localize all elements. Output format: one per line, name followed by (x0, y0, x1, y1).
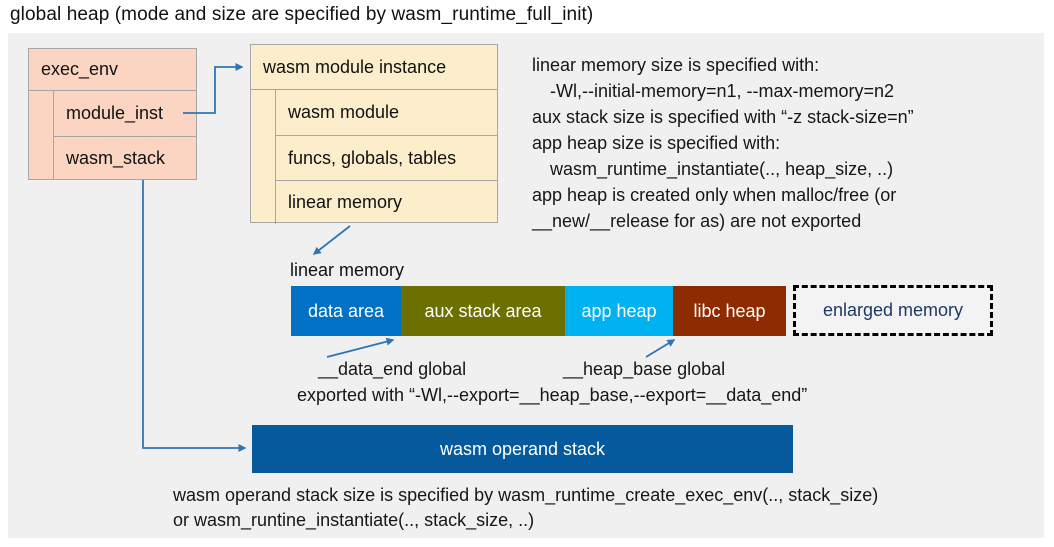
note-line: linear memory size is specified with: (532, 55, 820, 75)
wasm-module-instance-box: wasm module instance wasm module funcs, … (250, 44, 498, 224)
segment-data-area: data area (291, 286, 401, 336)
enlarged-memory-box: enlarged memory (793, 285, 993, 336)
heap-base-global-label: __heap_base global (563, 359, 726, 379)
wasm-module-instance-header: wasm module instance (251, 45, 497, 90)
exec-env-row-module-inst: module_inst (66, 103, 164, 123)
exported-with-label: exported with “-Wl,--export=__heap_base,… (297, 385, 808, 405)
note-line: -Wl,--initial-memory=n1, --max-memory=n2 (550, 81, 895, 101)
segment-app-heap: app heap (565, 286, 673, 336)
note-line: __new/__release for as) are not exported (532, 211, 862, 231)
wasm-operand-stack-bar: wasm operand stack (252, 425, 793, 473)
exec-env-header: exec_env (29, 49, 196, 91)
note-line: wasm_runtime_instantiate(.., heap_size, … (550, 159, 894, 179)
footer-note-line2: or wasm_runtine_instantiate(.., stack_si… (173, 510, 535, 530)
data-end-global-label: __data_end global (318, 359, 467, 379)
footer-note-line1: wasm operand stack size is specified by … (173, 485, 879, 505)
module-instance-row-wasm-module: wasm module (288, 102, 400, 122)
footer-note: wasm operand stack size is specified by … (173, 483, 878, 533)
diagram-title: global heap (mode and size are specified… (10, 4, 594, 25)
note-line: app heap size is specified with: (532, 133, 781, 153)
exec-env-indent-strip (29, 91, 53, 180)
segment-libc-heap: libc heap (673, 286, 786, 336)
module-instance-row-funcs-globals-tables: funcs, globals, tables (276, 135, 497, 180)
module-instance-row-linear-memory: linear memory (276, 180, 497, 224)
segment-aux-stack-area: aux stack area (401, 286, 565, 336)
note-line: app heap is created only when malloc/fre… (532, 185, 897, 205)
note-line: aux stack size is specified with “-z sta… (532, 107, 914, 127)
linear-memory-bar: data area aux stack area app heap libc h… (291, 286, 786, 336)
module-instance-indent-strip (251, 90, 275, 224)
exec-env-row-wasm-stack: wasm_stack (54, 136, 196, 180)
linear-memory-label: linear memory (290, 260, 405, 280)
notes-block: linear memory size is specified with: -W… (532, 52, 1032, 234)
exec-env-box: exec_env module_inst wasm_stack (28, 48, 197, 180)
